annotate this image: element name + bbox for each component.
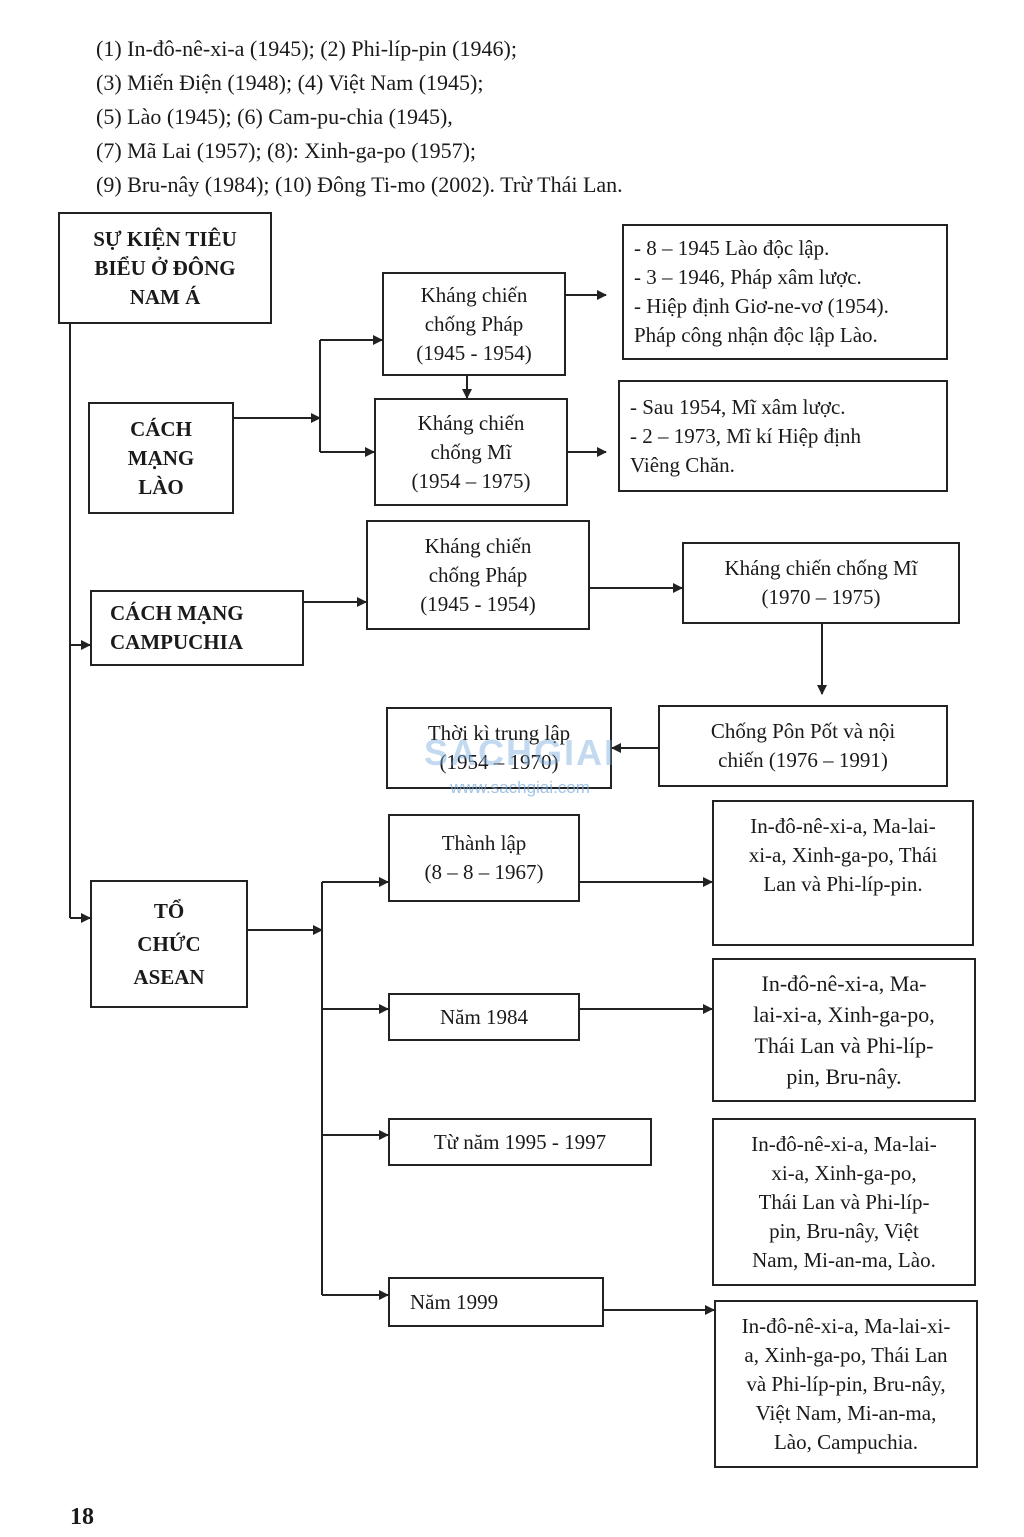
laos-revolution-box: CÁCH MẠNG LÀO — [88, 402, 234, 514]
intro-line: (9) Bru-nây (1984); (10) Đông Ti-mo (200… — [96, 172, 623, 197]
cambodia-polpot-box: Chống Pôn Pốt và nội chiến (1976 – 1991) — [658, 705, 948, 787]
intro-line: (5) Lào (1945); (6) Cam-pu-chia (1945), — [96, 104, 453, 129]
asean-members-founding: In-đô-nê-xi-a, Ma-lai- xi-a, Xinh-ga-po,… — [712, 800, 974, 946]
page-number: 18 — [70, 1504, 94, 1530]
asean-stage-1984: Năm 1984 — [388, 993, 580, 1041]
intro-line: (3) Miến Điện (1948); (4) Việt Nam (1945… — [96, 70, 484, 95]
laos-anti-us-box: Kháng chiến chống Mĩ (1954 – 1975) — [374, 398, 568, 506]
asean-members-1999: In-đô-nê-xi-a, Ma-lai-xi- a, Xinh-ga-po,… — [714, 1300, 978, 1468]
laos-anti-us-detail: - Sau 1954, Mĩ xâm lược. - 2 – 1973, Mĩ … — [618, 380, 948, 492]
root-box: SỰ KIỆN TIÊU BIỂU Ở ĐÔNG NAM Á — [58, 212, 272, 324]
asean-stage-founding: Thành lập (8 – 8 – 1967) — [388, 814, 580, 902]
asean-members-1984: In-đô-nê-xi-a, Ma- lai-xi-a, Xinh-ga-po,… — [712, 958, 976, 1102]
cambodia-anti-us-box: Kháng chiến chống Mĩ (1970 – 1975) — [682, 542, 960, 624]
laos-anti-french-detail: - 8 – 1945 Lào độc lập. - 3 – 1946, Pháp… — [622, 224, 948, 360]
asean-box: TỔ CHỨC ASEAN — [90, 880, 248, 1008]
intro-line: (7) Mã Lai (1957); (8): Xinh-ga-po (1957… — [96, 138, 477, 163]
cambodia-anti-french-box: Kháng chiến chống Pháp (1945 - 1954) — [366, 520, 590, 630]
intro-line: (1) In-đô-nê-xi-a (1945); (2) Phi-líp-pi… — [96, 36, 517, 61]
asean-stage-1995-1997: Từ năm 1995 - 1997 — [388, 1118, 652, 1166]
cambodia-neutral-box: Thời kì trung lập (1954 – 1970) — [386, 707, 612, 789]
intro-list: (1) In-đô-nê-xi-a (1945); (2) Phi-líp-pi… — [96, 32, 996, 202]
laos-anti-french-box: Kháng chiến chống Pháp (1945 - 1954) — [382, 272, 566, 376]
cambodia-revolution-box: CÁCH MẠNG CAMPUCHIA — [90, 590, 304, 666]
asean-stage-1999: Năm 1999 — [388, 1277, 604, 1327]
asean-members-1995-1997: In-đô-nê-xi-a, Ma-lai- xi-a, Xinh-ga-po,… — [712, 1118, 976, 1286]
